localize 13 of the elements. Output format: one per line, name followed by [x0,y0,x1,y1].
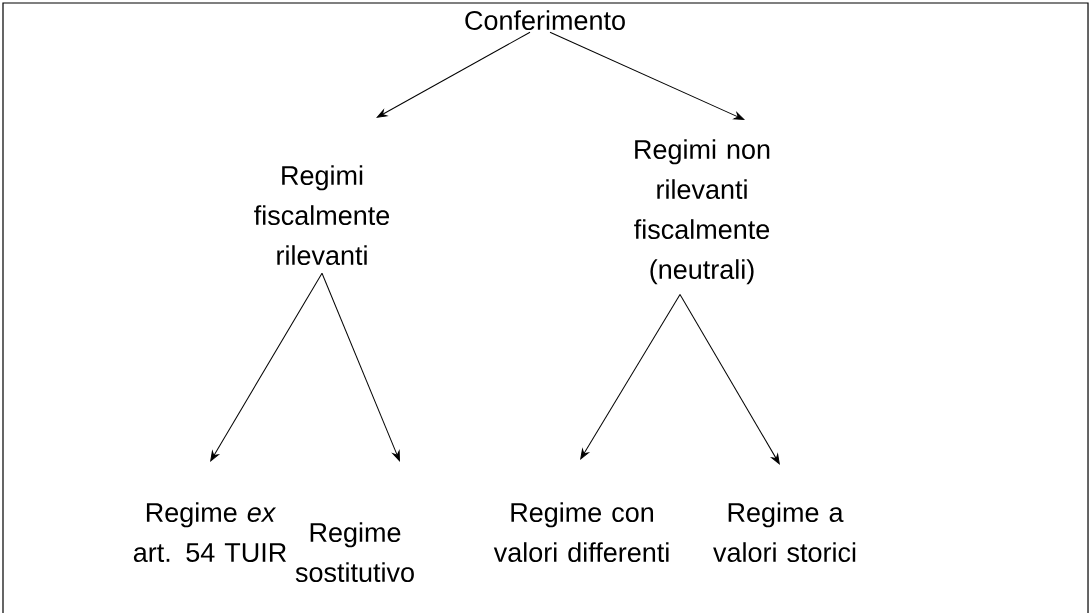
label-text: Regimi fiscalmente rilevanti [254,165,390,266]
label-text: Conferimento [465,10,625,31]
label-text: Regime ex art. 54 TUIR [133,502,286,563]
arrow [580,294,681,460]
label-text: Regime con valori differenti [493,502,669,563]
arrow [549,31,745,120]
arrow [679,294,780,465]
arrow [321,272,400,462]
label-text: Regimi non rilevanti fiscalmente (neutrali) [634,139,770,285]
label-text: Regime sostitutivo [295,522,414,583]
arrow [210,272,323,462]
label-text: Regime a valori storici [713,502,856,563]
arrow [376,31,531,118]
